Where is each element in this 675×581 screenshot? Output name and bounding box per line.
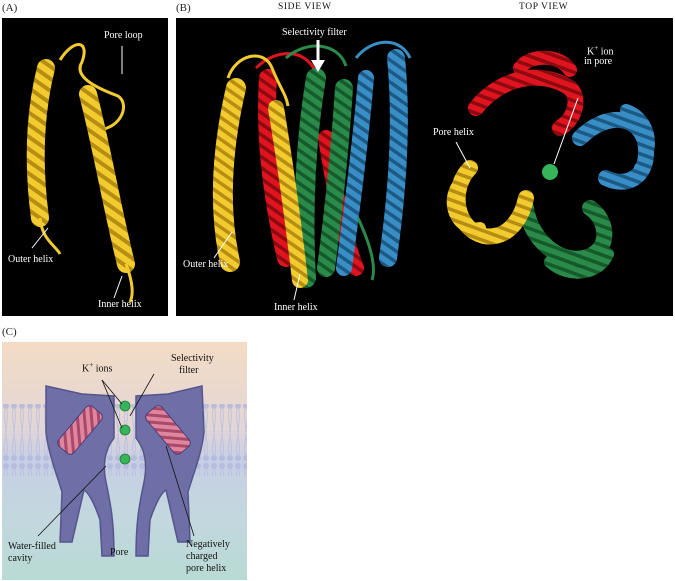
negatively-label-line1: Negatively <box>186 539 230 550</box>
panel-a-letter: (A) <box>2 2 18 14</box>
panel-c-letter: (C) <box>2 326 17 338</box>
panel-b-side-view-structure <box>212 40 412 301</box>
outer-helix-ribbon <box>26 59 55 227</box>
selectivity-filter-label: Selectivity filter <box>282 27 347 38</box>
water-filled-label-line2: cavity <box>8 553 33 564</box>
pore-loop-ribbon <box>58 43 125 132</box>
k-ion-2 <box>119 424 131 436</box>
negatively-label-line2: charged <box>186 551 218 562</box>
water-filled-label-line1: Water-filled <box>8 541 56 552</box>
panel-a-outer-helix-label: Outer helix <box>8 254 54 265</box>
panel-b-inner-helix-label: Inner helix <box>274 302 318 313</box>
panel-b-outer-helix-label: Outer helix <box>183 259 229 270</box>
k-ion-sphere <box>542 164 558 180</box>
pore-label: Pore <box>110 547 129 558</box>
k-ion-label: K+ ion <box>587 44 614 58</box>
panel-a-pore-loop-label: Pore loop <box>104 30 143 41</box>
k-ion-3 <box>119 453 131 465</box>
k-ion-1 <box>119 400 131 412</box>
panel-c-diagram <box>2 342 247 580</box>
negatively-label-line3: pore helix <box>186 563 227 574</box>
panel-b-letter: (B) <box>176 2 191 14</box>
pore-helix-label: Pore helix <box>433 127 474 138</box>
selectivity-label-line2: filter <box>179 365 199 376</box>
inner-helix-ribbon <box>79 85 135 273</box>
panel-a-structure <box>26 43 135 303</box>
k-ions-label: K+ ions <box>82 361 113 375</box>
side-view-heading: SIDE VIEW <box>278 2 332 12</box>
in-pore-label: in pore <box>584 56 613 67</box>
panel-b-top-view-structure <box>446 50 655 279</box>
selectivity-label-line1: Selectivity <box>171 353 214 364</box>
panel-a-inner-helix-label: Inner helix <box>98 299 142 310</box>
top-view-heading: TOP VIEW <box>519 2 569 12</box>
